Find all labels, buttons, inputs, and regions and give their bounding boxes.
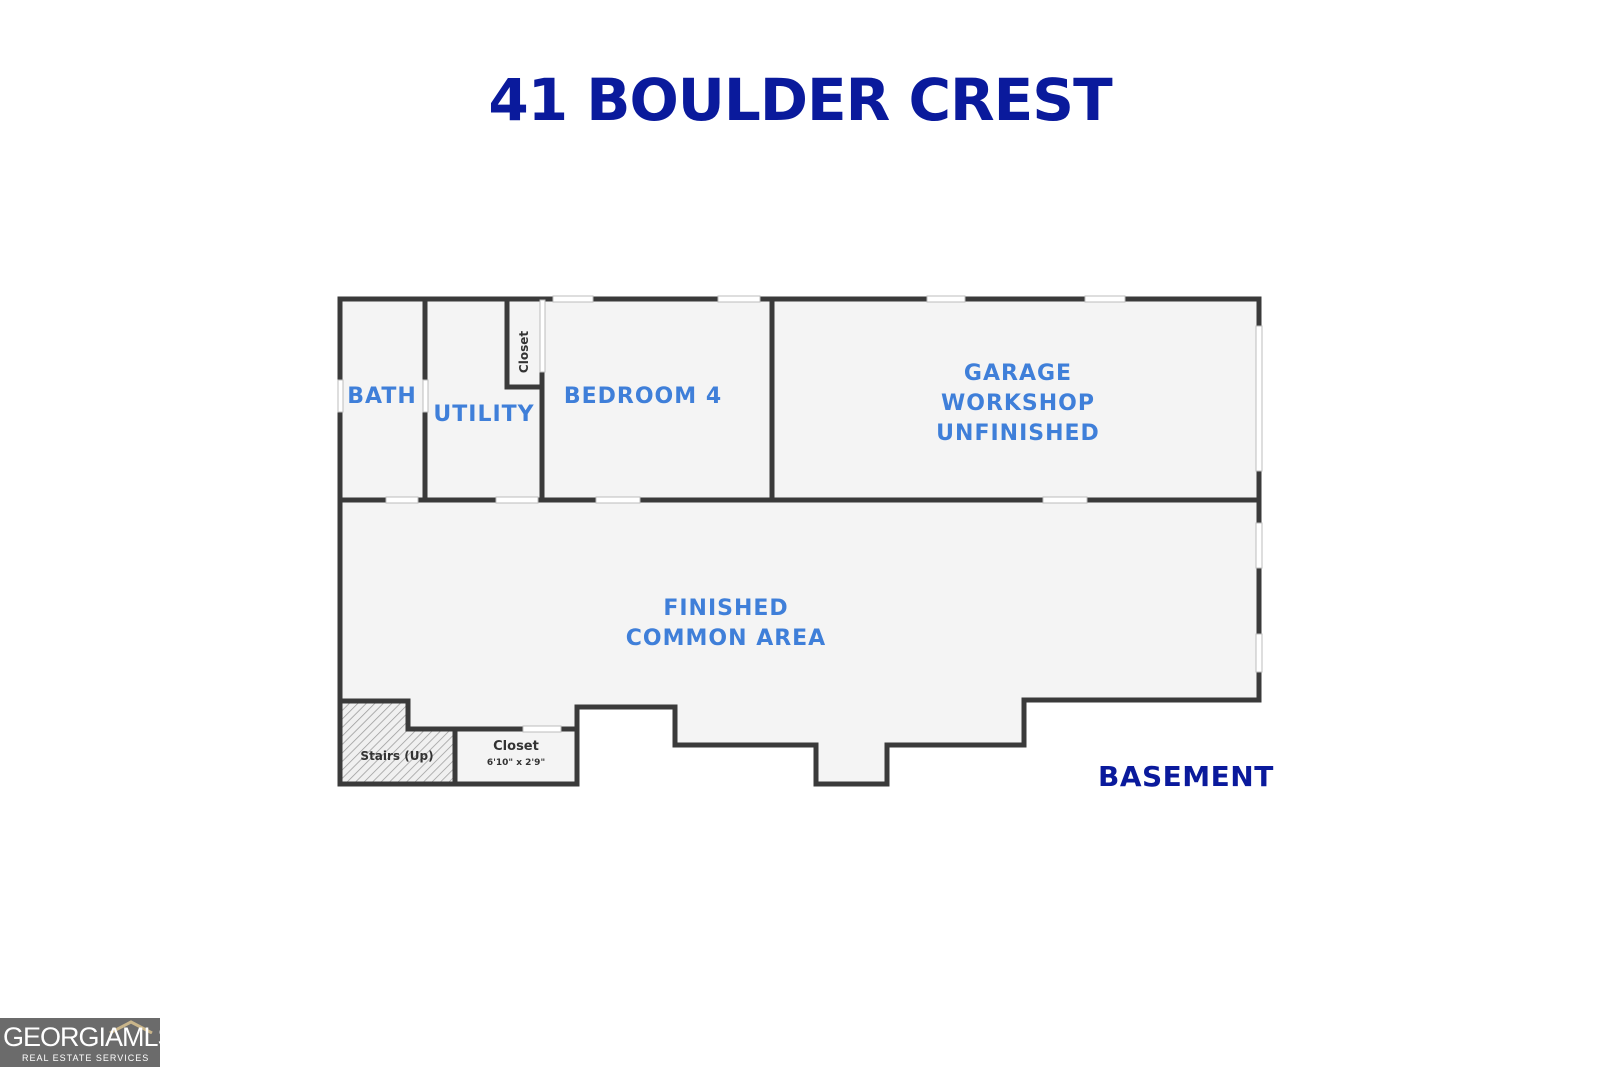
room-label-garage-1: GARAGE — [964, 361, 1072, 386]
logo-text: GEORGIAMLS — [3, 1022, 176, 1052]
room-label-bath: BATH — [347, 384, 417, 409]
room-label-stairs: Stairs (Up) — [360, 749, 433, 763]
room-dimensions-closet-bottom: 6'10" x 2'9" — [487, 758, 545, 768]
page-title: 41 BOULDER CREST — [488, 66, 1112, 134]
room-label-utility: UTILITY — [433, 402, 534, 427]
room-label-garage-2: WORKSHOP — [941, 391, 1095, 416]
roof-icon — [109, 1020, 153, 1034]
room-label-closet-top: Closet — [517, 331, 531, 373]
room-label-closet-bottom: Closet — [493, 739, 539, 754]
room-label-bedroom: BEDROOM 4 — [564, 384, 722, 409]
room-label-garage-3: UNFINISHED — [936, 421, 1100, 446]
georgia-mls-logo: GEORGIAMLS REAL ESTATE SERVICES — [0, 1018, 176, 1067]
room-label-common-1: FINISHED — [663, 596, 788, 621]
stairs-hatch — [342, 701, 453, 782]
room-label-common-2: COMMON AREA — [626, 626, 826, 651]
logo-subtext: REAL ESTATE SERVICES — [22, 1053, 150, 1063]
openings — [337, 295, 1263, 733]
floor-area — [340, 299, 1259, 784]
floor-label: BASEMENT — [1098, 760, 1274, 793]
